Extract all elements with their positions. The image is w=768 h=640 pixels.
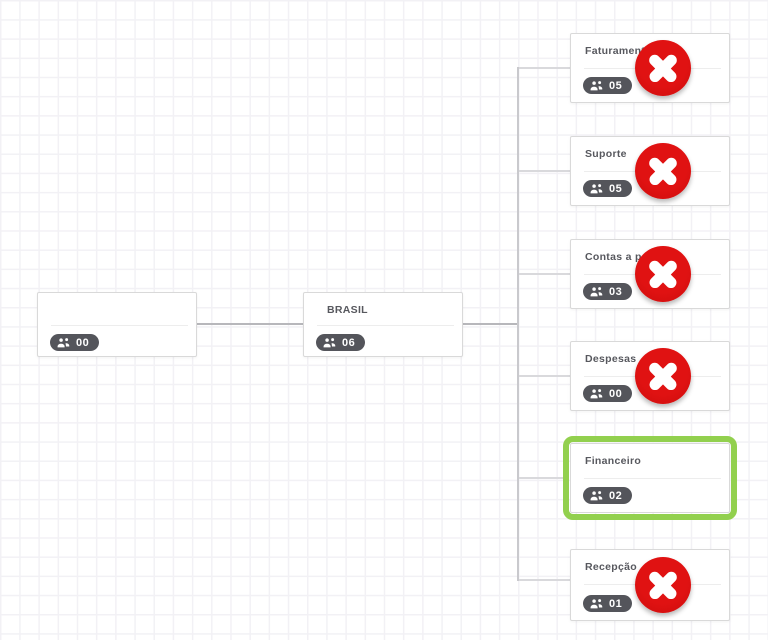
members-count-badge: 06: [316, 334, 366, 351]
node-title: Suporte: [585, 148, 627, 160]
denied-x-icon[interactable]: [635, 348, 691, 404]
members-count: 05: [609, 182, 623, 195]
members-count-badge: 00: [583, 385, 633, 402]
users-group-icon: [57, 337, 71, 349]
connector-line: [519, 375, 570, 377]
users-group-icon: [590, 490, 604, 502]
connector-line: [463, 323, 519, 325]
org-node-faturamento[interactable]: Faturamento 05: [570, 33, 730, 103]
node-divider: [584, 478, 721, 479]
members-count: 01: [609, 597, 623, 610]
selected-node-highlight: Financeiro 02: [563, 436, 737, 520]
connector-line: [197, 323, 303, 325]
node-title: Recepção: [585, 561, 638, 573]
members-count: 00: [609, 387, 623, 400]
members-count: 05: [609, 79, 623, 92]
node-title: Despesas: [585, 353, 637, 365]
connector-line: [519, 273, 570, 275]
members-count-badge: 01: [583, 595, 633, 612]
users-group-icon: [323, 337, 337, 349]
members-count: 00: [76, 336, 90, 349]
users-group-icon: [590, 183, 604, 195]
denied-x-icon[interactable]: [635, 143, 691, 199]
org-node-root[interactable]: 00: [37, 292, 197, 357]
node-divider: [317, 325, 454, 326]
node-title: BRASIL: [327, 304, 368, 316]
org-node-financeiro[interactable]: Financeiro 02: [570, 443, 730, 513]
users-group-icon: [590, 80, 604, 92]
node-divider: [51, 325, 188, 326]
connector-line: [519, 67, 570, 69]
members-count-badge: 03: [583, 283, 633, 300]
org-node-contas-a-pagar[interactable]: Contas a pagar 03: [570, 239, 730, 309]
org-node-suporte[interactable]: Suporte 05: [570, 136, 730, 206]
denied-x-icon[interactable]: [635, 557, 691, 613]
org-node-despesas[interactable]: Despesas 00: [570, 341, 730, 411]
connector-trunk-line: [517, 67, 519, 581]
connector-line: [519, 477, 563, 479]
members-count-badge: 05: [583, 77, 633, 94]
members-count-badge: 02: [583, 487, 633, 504]
connector-line: [519, 170, 570, 172]
members-count-badge: 00: [50, 334, 100, 351]
members-count: 03: [609, 285, 623, 298]
org-node-brasil[interactable]: BRASIL 06: [303, 292, 463, 357]
users-group-icon: [590, 388, 604, 400]
users-group-icon: [590, 286, 604, 298]
denied-x-icon[interactable]: [635, 246, 691, 302]
denied-x-icon[interactable]: [635, 40, 691, 96]
node-title: Financeiro: [585, 455, 642, 467]
connector-line: [519, 579, 570, 581]
members-count: 06: [342, 336, 356, 349]
users-group-icon: [590, 598, 604, 610]
org-node-recepcao[interactable]: Recepção 01: [570, 549, 730, 621]
members-count-badge: 05: [583, 180, 633, 197]
node-title: Faturamento: [585, 45, 652, 57]
members-count: 02: [609, 489, 623, 502]
